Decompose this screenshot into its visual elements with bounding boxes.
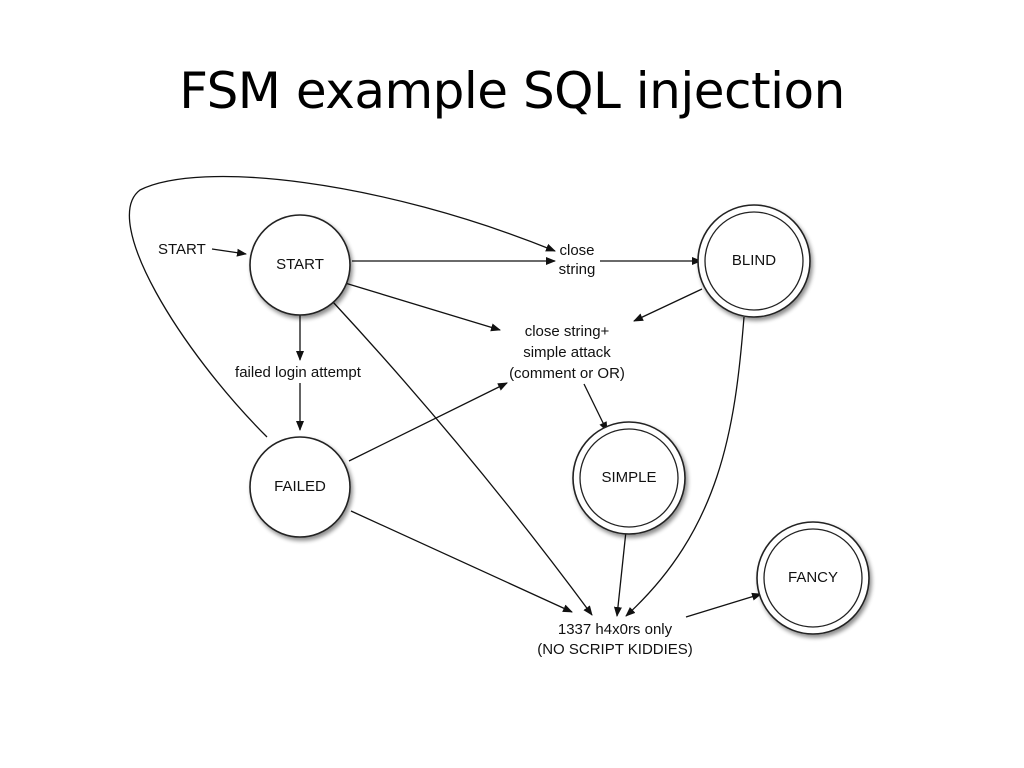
close-string-label-line1: close	[559, 242, 594, 259]
state-fancy-label: FANCY	[788, 569, 838, 586]
edge-blind-simpleattack	[633, 288, 703, 322]
state-failed: FAILED	[249, 436, 351, 538]
edge-leet-fancy	[685, 592, 762, 618]
state-simple: SIMPLE	[572, 421, 686, 535]
state-blind: BLIND	[697, 204, 811, 318]
state-failed-label: FAILED	[274, 478, 326, 495]
edge-labels: START close string failed login attempt …	[158, 241, 693, 658]
edge-start-simpleattack	[344, 282, 501, 332]
state-blind-label: BLIND	[732, 252, 776, 269]
edges	[128, 175, 762, 618]
simple-attack-label-line3: (comment or OR)	[509, 365, 625, 382]
edge-failed-closestring-loop	[128, 175, 556, 438]
page-title: FSM example SQL injection	[179, 62, 845, 120]
edge-simpleattack-simple	[583, 383, 608, 432]
state-start: START	[249, 214, 351, 316]
simple-attack-label-line2: simple attack	[523, 344, 611, 361]
leet-label-line2: (NO SCRIPT KIDDIES)	[537, 641, 693, 658]
state-start-label: START	[276, 256, 324, 273]
edge-blind-leet	[625, 316, 745, 617]
edge-failed-simpleattack	[348, 382, 508, 462]
edge-start-leet	[332, 301, 593, 616]
edge-failed-leet	[350, 510, 573, 613]
leet-label-line1: 1337 h4x0rs only	[558, 621, 673, 638]
start-entry-label: START	[158, 241, 206, 258]
close-string-label-line2: string	[559, 261, 596, 278]
state-fancy: FANCY	[756, 521, 870, 635]
simple-attack-label-line1: close string+	[525, 323, 610, 340]
edge-entry-start	[211, 248, 247, 257]
state-simple-label: SIMPLE	[601, 469, 656, 486]
failed-login-label: failed login attempt	[235, 364, 362, 381]
edge-simple-leet	[613, 530, 627, 617]
